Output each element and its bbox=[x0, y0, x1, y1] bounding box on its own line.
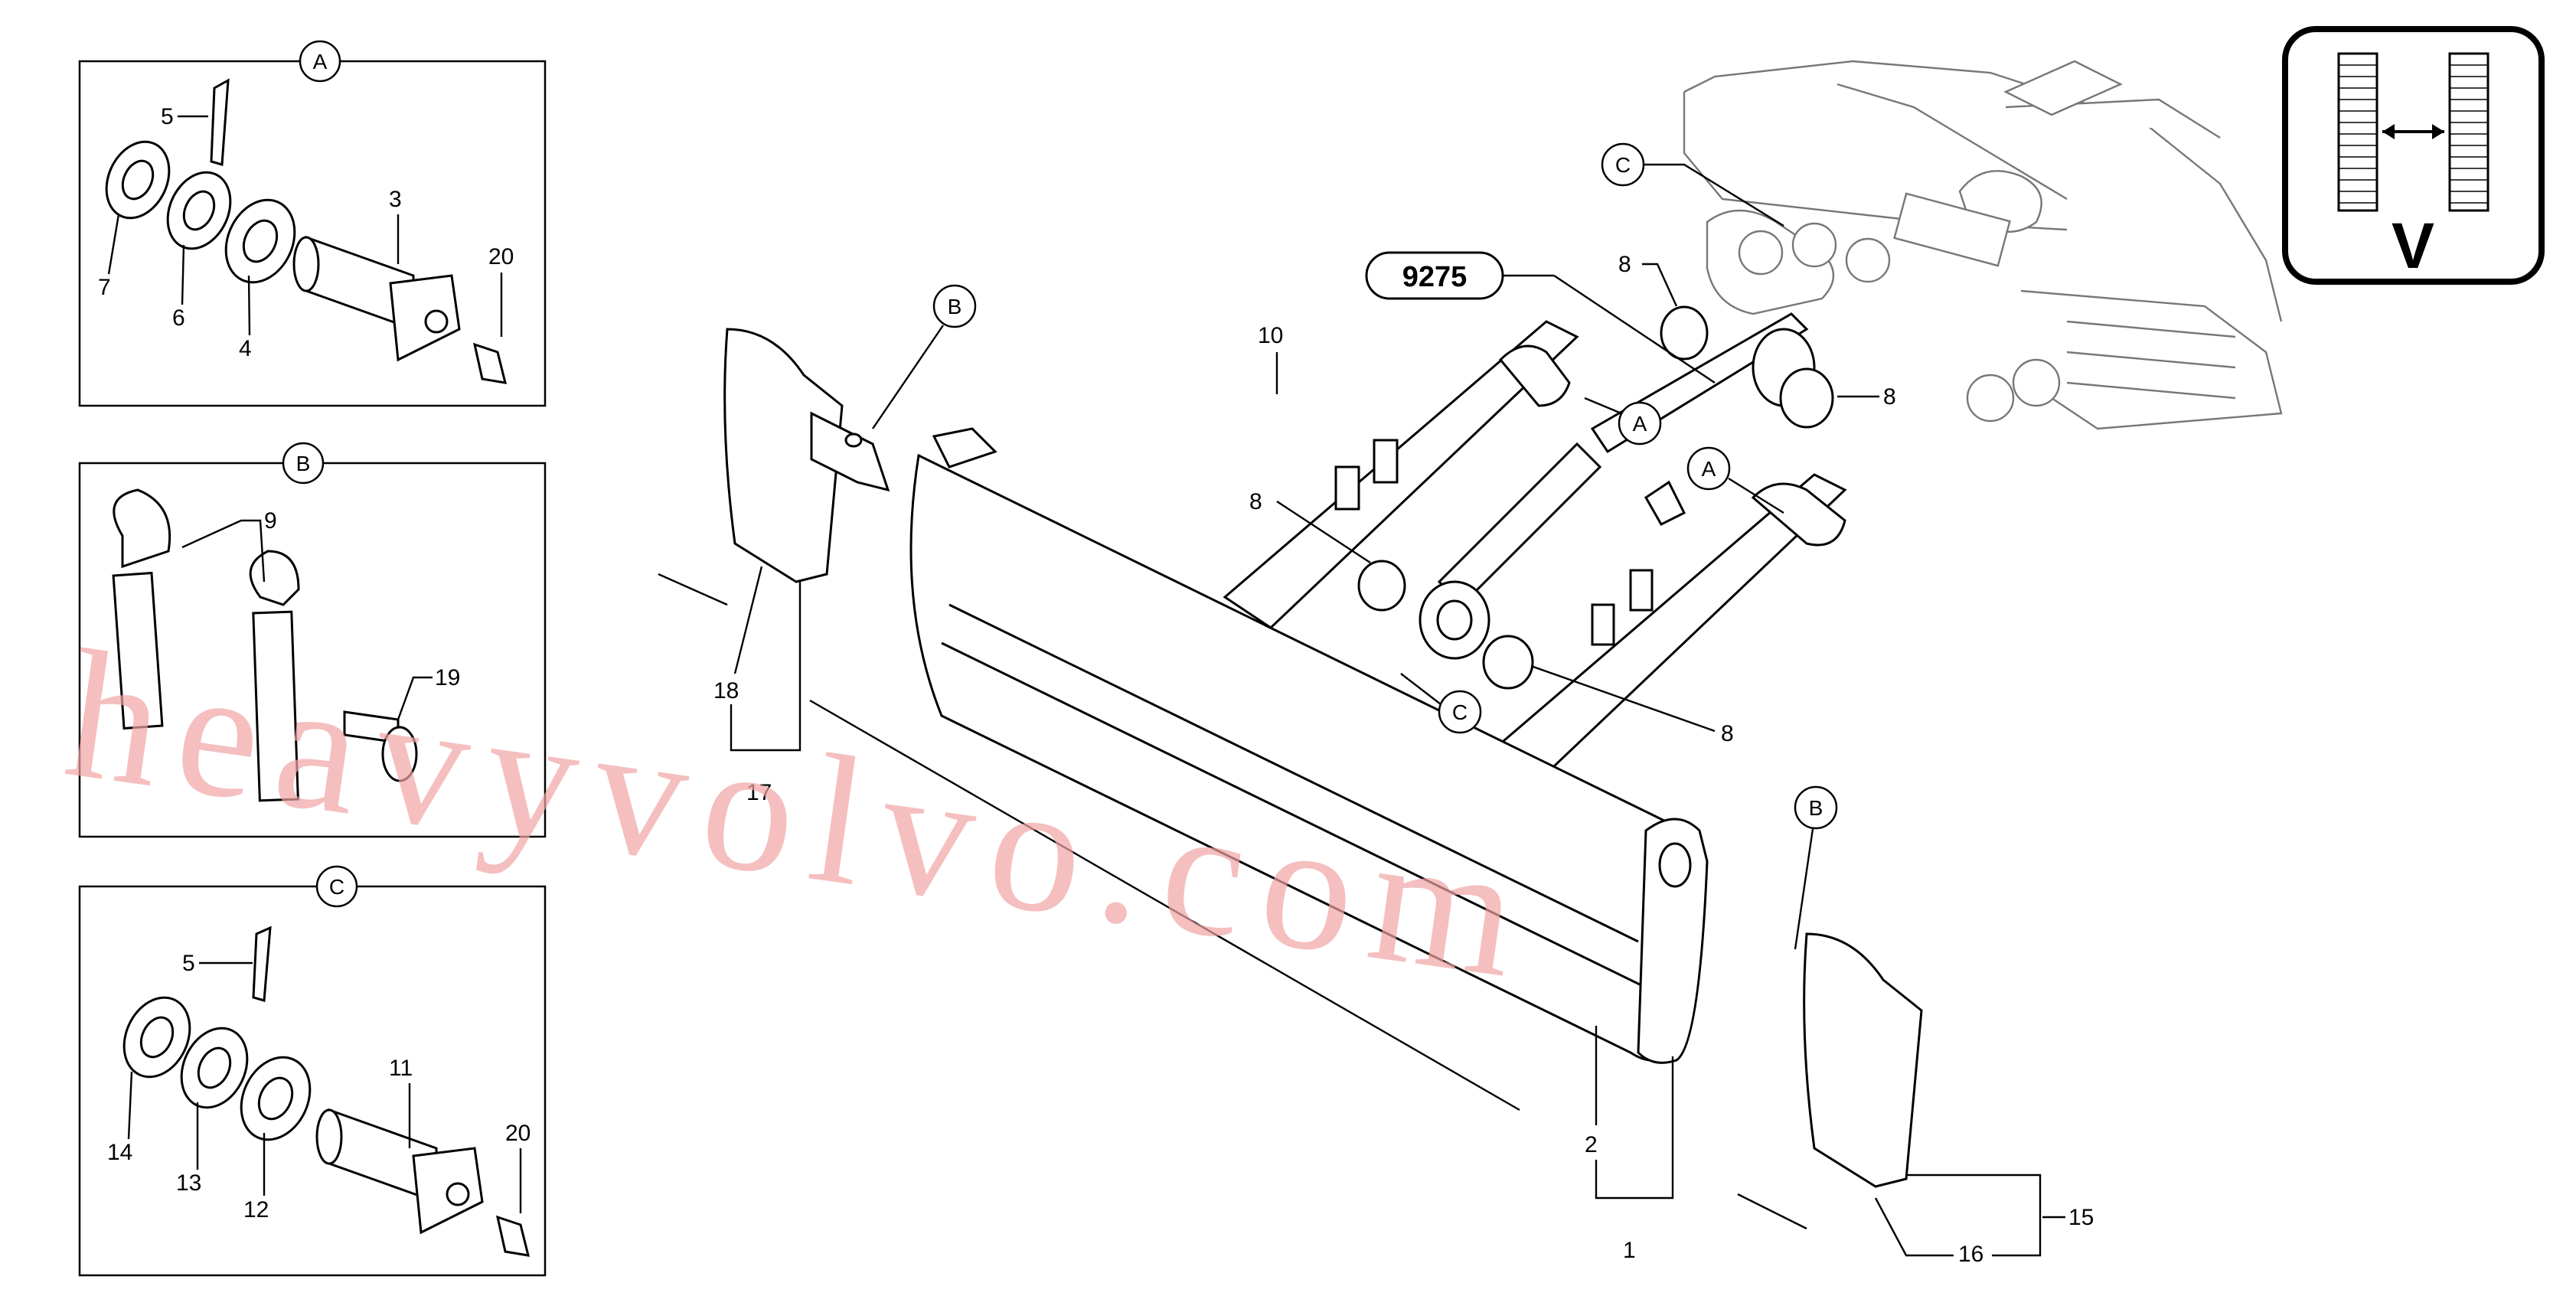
label-8: 8 bbox=[1883, 384, 1896, 410]
label-19: 19 bbox=[435, 665, 460, 690]
label-20: 20 bbox=[505, 1121, 531, 1146]
label-15: 15 bbox=[2068, 1205, 2094, 1230]
label-8: 8 bbox=[1721, 721, 1734, 746]
label-5: 5 bbox=[182, 951, 195, 976]
label-6: 6 bbox=[172, 305, 185, 331]
version-badge: V bbox=[2282, 26, 2545, 285]
track-right-icon bbox=[2448, 52, 2489, 212]
dozer-blade-assembly bbox=[658, 305, 1923, 1230]
label-10: 10 bbox=[1258, 323, 1283, 348]
detail-box-a: A 5 7 6 4 3 20 bbox=[78, 40, 547, 407]
callout-a: A bbox=[1633, 412, 1647, 436]
track-left-icon bbox=[2337, 52, 2378, 212]
callout-c: C bbox=[1452, 700, 1468, 724]
label-12: 12 bbox=[243, 1197, 269, 1222]
callout-c: C bbox=[1615, 153, 1631, 177]
label-13: 13 bbox=[176, 1170, 201, 1196]
label-3: 3 bbox=[389, 187, 402, 212]
callout-b: B bbox=[948, 295, 962, 318]
detail-box-b: B 9 19 bbox=[78, 442, 547, 838]
label-2: 2 bbox=[1585, 1132, 1598, 1157]
callout-a: A bbox=[1702, 457, 1716, 481]
label-9: 9 bbox=[264, 508, 277, 534]
badge-letter: V bbox=[2392, 210, 2434, 282]
label-7: 7 bbox=[98, 275, 111, 300]
label-8: 8 bbox=[1618, 252, 1631, 277]
label-1: 1 bbox=[1623, 1238, 1636, 1263]
machine-background bbox=[1683, 60, 2283, 430]
part-code-text: 9275 bbox=[1402, 261, 1468, 293]
main-labels: 10 8 8 8 8 18 17 2 1 16 15 bbox=[713, 252, 2094, 1267]
callout-b: B bbox=[1809, 796, 1823, 820]
box-a-label: A bbox=[313, 50, 328, 73]
label-17: 17 bbox=[746, 780, 772, 805]
label-8: 8 bbox=[1249, 489, 1262, 514]
label-14: 14 bbox=[107, 1140, 132, 1165]
label-5: 5 bbox=[161, 104, 174, 129]
box-c-label: C bbox=[329, 875, 344, 899]
label-18: 18 bbox=[713, 678, 739, 703]
label-11: 11 bbox=[389, 1056, 413, 1081]
label-16: 16 bbox=[1958, 1242, 1983, 1267]
label-20: 20 bbox=[488, 244, 514, 269]
detail-box-c: C 5 14 13 12 11 20 bbox=[78, 865, 547, 1277]
label-4: 4 bbox=[239, 336, 252, 361]
callout-circles: B B A A C C bbox=[872, 142, 1838, 950]
part-code: 9275 bbox=[1365, 251, 1716, 384]
box-b-label: B bbox=[296, 452, 311, 475]
